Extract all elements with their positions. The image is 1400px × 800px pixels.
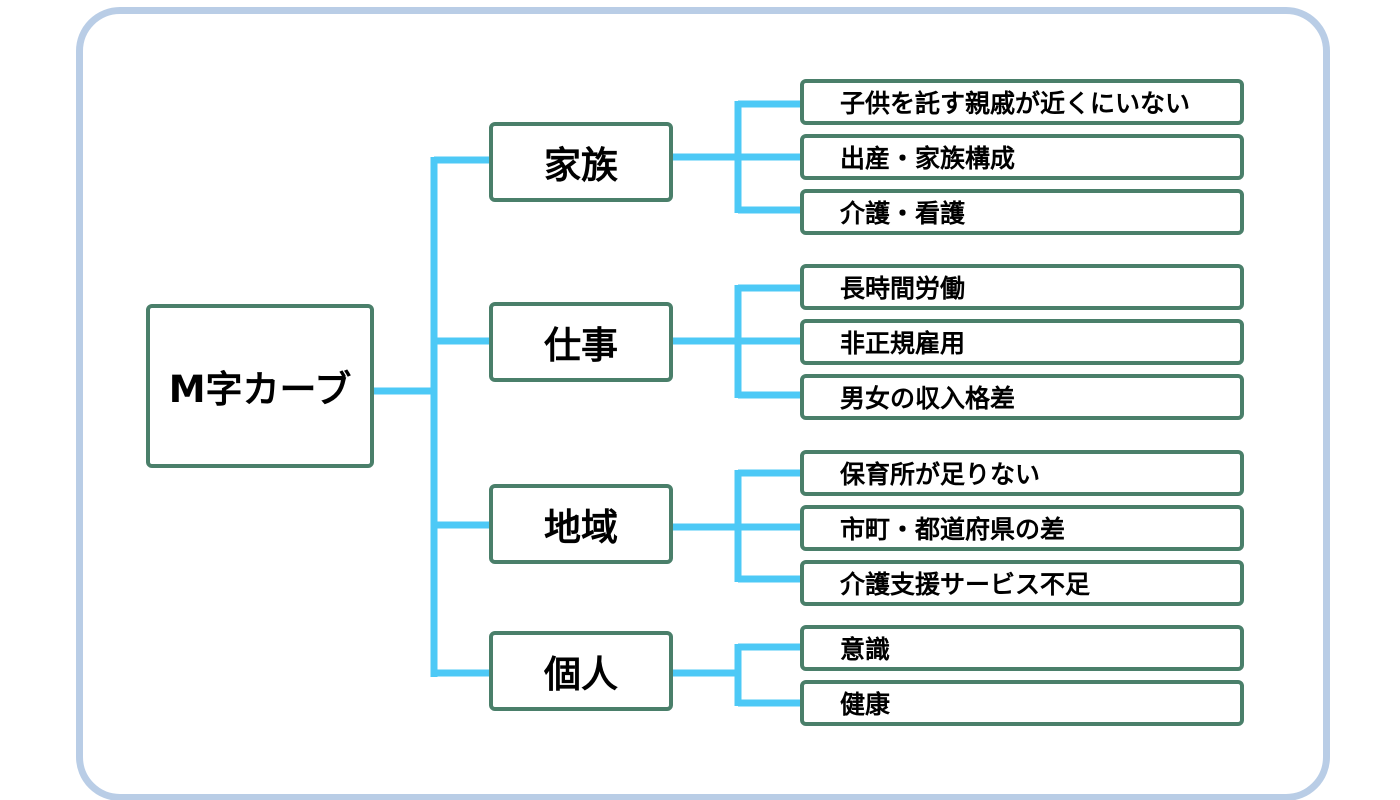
category-personal: 個人 [489, 631, 673, 711]
leaf-label: 子供を託す親戚が近くにいない [840, 89, 1191, 118]
leaf-node: 健康 [800, 680, 1244, 726]
category-label: 個人 [544, 653, 618, 696]
leaf-node: 保育所が足りない [800, 450, 1244, 496]
leaf-node: 非正規雇用 [800, 319, 1244, 365]
connector-work-branch [673, 284, 800, 399]
connector-family-branch [673, 100, 800, 214]
leaf-label: 健康 [840, 690, 891, 719]
leaf-label: 意識 [840, 635, 891, 664]
leaf-node: 出産・家族構成 [800, 134, 1244, 180]
root-label: M字カーブ [168, 368, 352, 411]
leaf-node: 男女の収入格差 [800, 374, 1244, 420]
leaf-label: 男女の収入格差 [840, 384, 1016, 413]
category-label: 地域 [544, 506, 618, 549]
leaf-node: 市町・都道府県の差 [800, 505, 1244, 551]
leaf-node: 子供を託す親戚が近くにいない [800, 79, 1244, 125]
leaf-label: 長時間労働 [840, 274, 966, 303]
leaf-label: 出産・家族構成 [840, 144, 1016, 173]
leaf-label: 介護支援サービス不足 [840, 570, 1091, 599]
leaf-node: 介護支援サービス不足 [800, 560, 1244, 606]
leaf-node: 介護・看護 [800, 189, 1244, 235]
leaf-label: 市町・都道府県の差 [840, 515, 1066, 544]
category-family: 家族 [489, 122, 673, 202]
leaf-node: 意識 [800, 625, 1244, 671]
category-label: 家族 [544, 144, 618, 187]
leaf-label: 非正規雇用 [840, 329, 966, 358]
leaf-label: 介護・看護 [840, 199, 966, 228]
category-label: 仕事 [544, 324, 618, 367]
connector-region-branch [673, 469, 800, 583]
leaf-node: 長時間労働 [800, 264, 1244, 310]
root-node: M字カーブ [146, 304, 374, 468]
leaf-label: 保育所が足りない [840, 460, 1041, 489]
connector-personal-branch [673, 643, 800, 707]
category-region: 地域 [489, 484, 673, 564]
category-work: 仕事 [489, 302, 673, 382]
